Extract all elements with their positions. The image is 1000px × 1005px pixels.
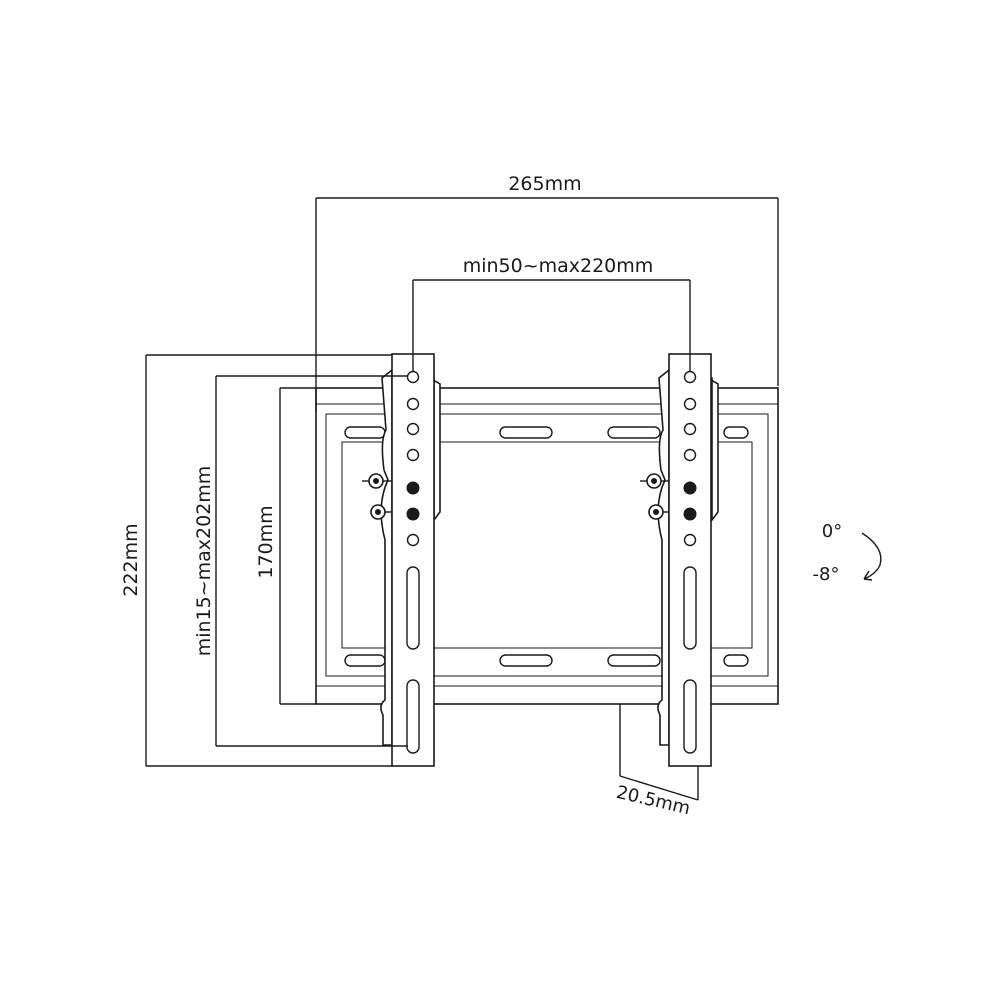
left-knob-upper [362, 473, 392, 489]
tilt-indicator: 0° -8° [813, 521, 882, 585]
wall-depth-label: 20.5mm [614, 782, 692, 819]
right-bracket-arm [640, 353, 719, 767]
dimension-vesa-vertical: min15~max202mm [193, 375, 408, 747]
overall-width-label: 265mm [508, 173, 581, 195]
tilt-upper-label: 0° [822, 521, 842, 542]
right-knob-upper [640, 473, 669, 489]
vesa-vertical-label: min15~max202mm [193, 466, 215, 657]
tilt-lower-label: -8° [813, 564, 840, 585]
dimension-overall-width: 265mm [315, 173, 779, 412]
left-bracket-arm [362, 353, 441, 767]
tilt-arrow-icon [863, 570, 873, 581]
dimension-overall-height: 222mm [120, 354, 392, 767]
dimension-frame-height: 170mm [255, 387, 316, 705]
frame-height-label: 170mm [255, 505, 277, 578]
left-knob-lower [370, 504, 392, 520]
dimension-vesa-horizontal: min50~max220mm [412, 255, 691, 372]
right-knob-lower [648, 504, 669, 520]
overall-height-label: 222mm [120, 523, 142, 596]
vesa-horizontal-label: min50~max220mm [463, 255, 654, 277]
